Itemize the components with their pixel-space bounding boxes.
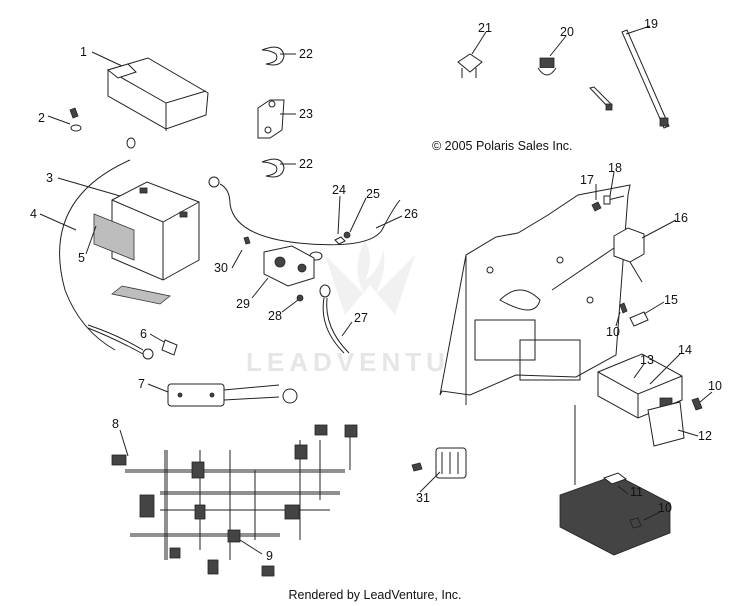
clamp-20 xyxy=(537,57,557,76)
callout-14: 14 xyxy=(678,343,692,357)
callout-23: 23 xyxy=(299,107,313,121)
battery-cover xyxy=(106,57,209,131)
screw-part-2 xyxy=(69,107,82,132)
watermark-logo xyxy=(325,240,415,315)
cable-assembly-7 xyxy=(167,383,298,407)
watermark-text: LEADVENTU xyxy=(246,347,450,377)
callout-4: 4 xyxy=(30,207,37,221)
callout-13: 13 xyxy=(640,353,654,367)
washer-24 xyxy=(334,236,346,245)
battery-pad xyxy=(93,213,171,305)
nut xyxy=(126,137,136,149)
callout-18: 18 xyxy=(608,161,622,175)
callout-22-bottom: 22 xyxy=(299,157,313,171)
connector-block-31 xyxy=(411,447,467,479)
callout-22-top: 22 xyxy=(299,47,313,61)
screw-30 xyxy=(243,236,251,245)
callout-20: 20 xyxy=(560,25,574,39)
callout-28: 28 xyxy=(268,309,282,323)
mounting-plate xyxy=(439,184,631,405)
callout-26: 26 xyxy=(404,207,418,221)
callout-10-a: 10 xyxy=(606,325,620,339)
clip-22-top xyxy=(261,46,285,66)
solenoid xyxy=(263,245,315,287)
screw-10-b xyxy=(691,397,703,411)
callout-5: 5 xyxy=(78,251,85,265)
callout-19: 19 xyxy=(644,17,658,31)
bracket-23 xyxy=(257,99,285,139)
callout-11: 11 xyxy=(630,485,643,499)
wiring-harness xyxy=(111,424,358,577)
leader-lines xyxy=(39,25,713,555)
nut-25 xyxy=(343,231,351,239)
callout-25: 25 xyxy=(366,187,380,201)
cable-tie-19 xyxy=(589,29,670,129)
starter-cable-26 xyxy=(208,176,401,261)
callout-10-b: 10 xyxy=(708,379,722,393)
vent-hose xyxy=(59,159,131,351)
bracket-12 xyxy=(647,401,685,447)
battery-cable xyxy=(87,324,178,360)
callout-31: 31 xyxy=(416,491,430,505)
callout-16: 16 xyxy=(674,211,688,225)
callout-12: 12 xyxy=(698,429,712,443)
screw-10-a xyxy=(619,302,628,314)
callout-24: 24 xyxy=(332,183,346,197)
cable-27 xyxy=(319,284,350,354)
callout-21: 21 xyxy=(478,21,492,35)
relay-16 xyxy=(551,227,645,291)
callout-10-c: 10 xyxy=(658,501,672,515)
clip-15 xyxy=(629,311,649,327)
callout-3: 3 xyxy=(46,171,53,185)
screw-10-c xyxy=(629,517,642,529)
callout-2: 2 xyxy=(38,111,45,125)
callout-27: 27 xyxy=(354,311,368,325)
callout-6: 6 xyxy=(140,327,147,341)
clip-22-bottom xyxy=(261,158,285,178)
callout-labels: 1 2 3 4 5 6 7 8 9 22 23 22 24 25 26 30 2… xyxy=(30,17,722,563)
callout-30: 30 xyxy=(214,261,228,275)
footer-credit: Rendered by LeadVenture, Inc. xyxy=(288,588,462,602)
regulator-11 xyxy=(559,405,671,556)
callout-17: 17 xyxy=(580,173,594,187)
nut-28 xyxy=(296,294,304,302)
callout-1: 1 xyxy=(80,45,87,59)
clip-21 xyxy=(457,53,483,78)
callout-8: 8 xyxy=(112,417,119,431)
nut-17 xyxy=(591,201,602,212)
callout-9: 9 xyxy=(266,549,273,563)
bolt-18 xyxy=(603,195,625,205)
copyright-text: © 2005 Polaris Sales Inc. xyxy=(432,139,573,153)
callout-15: 15 xyxy=(664,293,678,307)
callout-7: 7 xyxy=(138,377,145,391)
callout-29: 29 xyxy=(236,297,250,311)
